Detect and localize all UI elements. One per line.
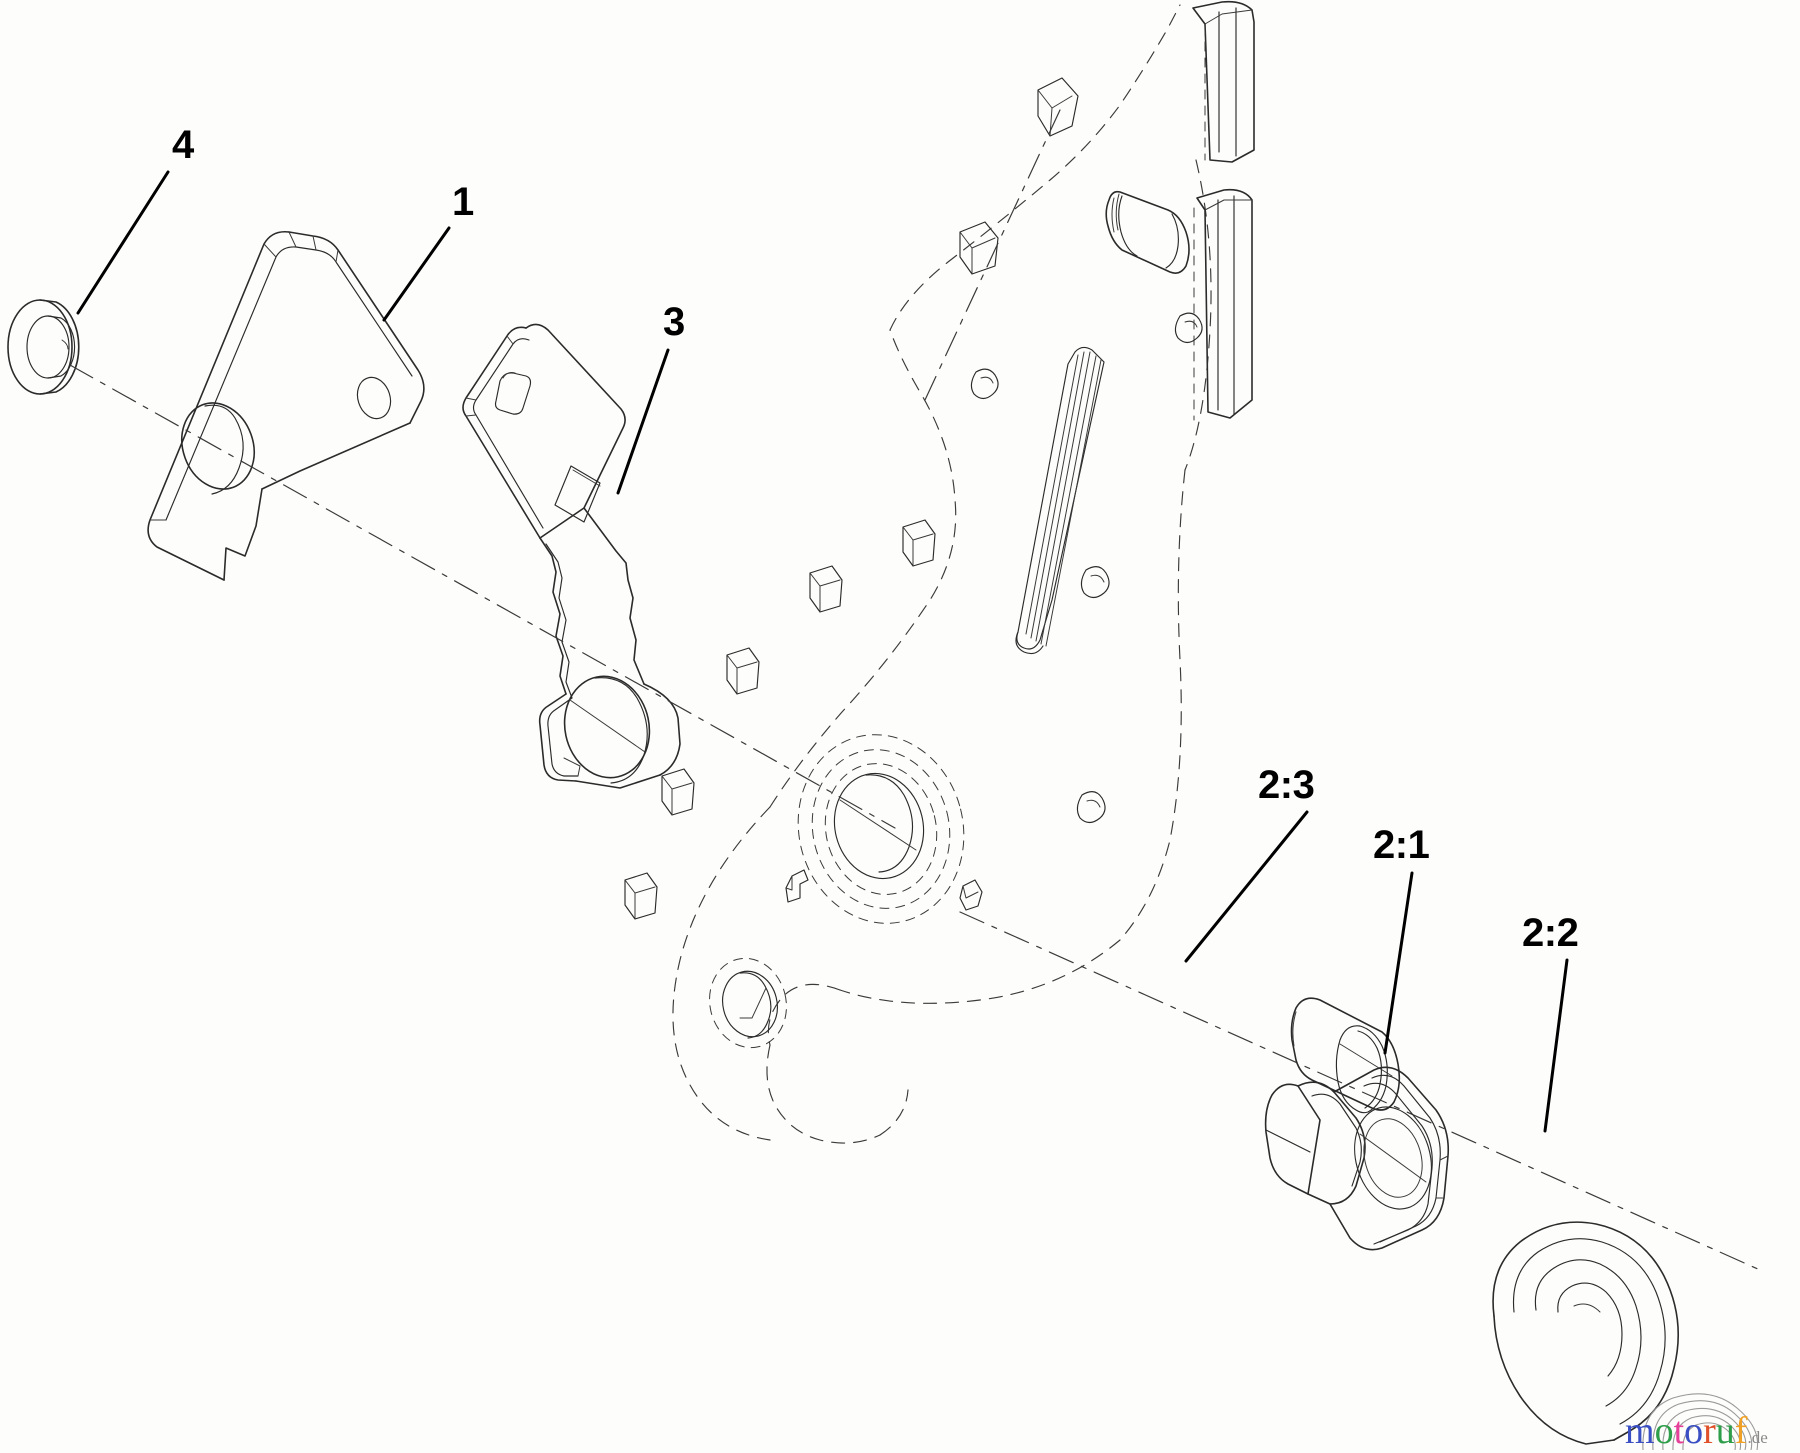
callout-label-4: 4 — [172, 123, 194, 167]
housing-lower-bore — [709, 957, 787, 1049]
assembly-center-lines — [69, 109, 1761, 1271]
part-hex-flange-nut — [1264, 1066, 1450, 1251]
wm-suffix: .de — [1747, 1428, 1768, 1447]
housing-small-holes — [970, 312, 1203, 824]
wm-letter-f: f — [1734, 1410, 1748, 1452]
watermark-text: motoruf.de — [1625, 1412, 1768, 1450]
wm-letter-t: t — [1673, 1410, 1685, 1452]
part-spacer-sleeve — [1290, 997, 1401, 1114]
part-tensioner-arm — [462, 323, 681, 789]
callout-label-2-2: 2:2 — [1522, 911, 1579, 955]
watermark-swoosh-icon — [1642, 1393, 1759, 1451]
leader-2-3 — [1184, 810, 1309, 963]
leader-4 — [76, 170, 170, 315]
leader-2-1 — [1383, 871, 1414, 1055]
wm-letter-m: m — [1625, 1410, 1655, 1452]
leader-3 — [616, 348, 670, 495]
wm-letter-o2: o — [1684, 1410, 1704, 1452]
housing-rib-lower — [1193, 188, 1253, 421]
callout-label-3: 3 — [663, 300, 685, 344]
watermark: motoruf.de — [1625, 1392, 1790, 1451]
housing-guide-tabs — [624, 77, 1079, 920]
housing-central-bore — [785, 734, 965, 924]
housing-roll-pin — [1105, 190, 1190, 274]
callout-label-2-1: 2:1 — [1373, 823, 1430, 867]
leader-1 — [382, 226, 451, 322]
part-bearing-cap — [1492, 1221, 1679, 1445]
housing-long-slot — [1015, 346, 1105, 655]
part-pivot-plate-bracket — [147, 230, 425, 581]
wm-letter-o1: o — [1654, 1410, 1674, 1452]
callout-label-2-3: 2:3 — [1258, 763, 1315, 807]
leader-2-2 — [1543, 958, 1569, 1133]
part-flat-washer — [7, 299, 80, 395]
part-housing-assembly — [624, 0, 1255, 1144]
callout-label-1: 1 — [452, 180, 474, 224]
wm-letter-r: r — [1703, 1410, 1716, 1452]
callout-leaders — [76, 170, 1569, 1133]
wm-letter-u: u — [1715, 1410, 1735, 1452]
housing-rib-upper — [1192, 0, 1255, 163]
